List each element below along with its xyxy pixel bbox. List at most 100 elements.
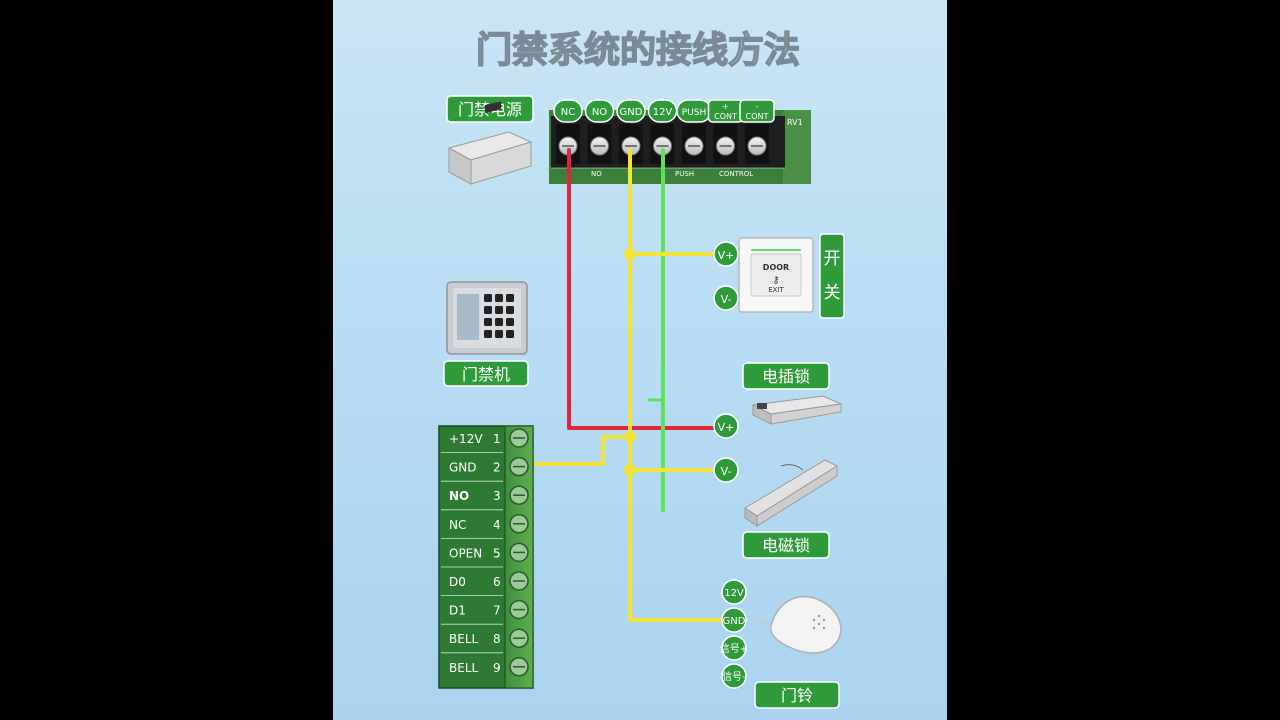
doorbell-terminal-text-3: 信号- [722, 671, 746, 683]
ps-screw-6 [745, 124, 769, 164]
controller-pin-name-5: OPEN [449, 546, 482, 560]
junction-1 [624, 248, 636, 260]
doorbell-label-box: 门铃 [754, 681, 840, 709]
ps-terminal-label-2: GND [616, 99, 646, 123]
doorbell-label: 门铃 [781, 686, 813, 705]
doorbell-terminals: 12V GND 信号+ 信号- [720, 579, 748, 689]
exit-switch-label-2: 关 [824, 283, 841, 303]
junction-3 [624, 464, 636, 476]
controller-pin-name-2: GND [449, 461, 477, 475]
wire-yellow-trunk [628, 148, 727, 622]
controller-pin-num-1: 1 [493, 432, 501, 446]
controller-pin-9: BELL 9 [441, 652, 529, 677]
controller-pin-5: OPEN 5 [441, 538, 529, 563]
ps-terminal-label-6: -CONT [739, 99, 775, 123]
controller-pin-1: +12V 1 [449, 428, 529, 448]
keypad-key [484, 306, 492, 314]
controller-pin-num-3: 3 [493, 489, 501, 503]
wires [531, 148, 727, 622]
wiring-diagram: 门禁系统的接线方法 门禁电源 RV1 NO PUSH CONTROL NCNOG… [438, 29, 845, 709]
controller-pin-name-8: BELL [449, 632, 479, 646]
controller-pin-name-7: D1 [449, 604, 466, 618]
ps-screw-5 [713, 124, 738, 164]
exit-switch-vminus: V- [721, 293, 732, 306]
ps-terminal-text-5a: + [722, 102, 729, 111]
board-text-push: PUSH [675, 170, 694, 178]
wire-red [567, 148, 717, 430]
ps-terminal-label-1: NO [584, 99, 615, 123]
controller-pin-name-4: NC [449, 518, 466, 532]
controller-label: 门禁机 [462, 365, 510, 384]
controller-pin-num-5: 5 [493, 546, 501, 560]
keypad-icon [446, 281, 528, 355]
controller-pin-num-9: 9 [493, 661, 501, 675]
board-text-control: CONTROL [719, 170, 753, 178]
controller-pin-3: NO 3 [441, 480, 529, 505]
lock-vminus: V- [721, 465, 732, 478]
ps-terminal-text-6b: CONT [746, 112, 769, 121]
exit-switch-vplus: V+ [718, 249, 735, 262]
ps-terminal-label-3: 12V [647, 99, 678, 123]
keypad-keys [484, 294, 514, 338]
controller-pin-num-7: 7 [493, 604, 501, 618]
keypad-key [495, 330, 503, 338]
electric-bolt-lock-label: 电插锁 [762, 367, 810, 386]
doorbell-terminal-3: 信号- [721, 663, 747, 689]
keypad-key [495, 318, 503, 326]
ps-terminal-text-0: NC [561, 107, 575, 118]
diagram-panel: 门禁系统的接线方法 门禁电源 RV1 NO PUSH CONTROL NCNOG… [333, 0, 947, 720]
magnetic-lock-icon [744, 459, 839, 527]
controller-pin-num-6: 6 [493, 575, 501, 589]
keypad-key [484, 318, 492, 326]
controller-pin-name-1: +12V [449, 432, 483, 446]
keypad-key [506, 318, 514, 326]
keypad-key [506, 294, 514, 302]
magnetic-lock-label-box: 电磁锁 [742, 531, 830, 559]
electric-bolt-lock-icon [751, 395, 843, 425]
ps-terminal-text-4: PUSH [682, 108, 707, 118]
page-title: 门禁系统的接线方法 [476, 30, 800, 71]
controller-label-box: 门禁机 [443, 360, 529, 387]
magnetic-lock-label: 电磁锁 [762, 536, 810, 555]
ps-terminal-text-1: NO [592, 107, 607, 118]
ps-terminal-label-5: +CONT [707, 99, 744, 123]
ps-screw-4 [682, 124, 706, 164]
ps-terminal-text-5b: CONT [714, 112, 737, 121]
doorbell-terminal-1: GND [721, 607, 747, 633]
exit-switch-terminals: V+ V- [713, 241, 739, 311]
controller-pin-7: D1 7 [441, 595, 529, 620]
board-text-rv1: RV1 [787, 118, 803, 127]
exit-button-icon: DOOR ⚷ EXIT [738, 237, 814, 313]
keypad-key [484, 330, 492, 338]
board-text-no: NO [591, 170, 602, 178]
keypad-key [495, 306, 503, 314]
ps-terminal-text-2: GND [620, 107, 643, 118]
wire-yellow-controller [531, 435, 632, 466]
exit-button-exit-text: EXIT [768, 286, 784, 294]
exit-button-door-text: DOOR [763, 263, 789, 272]
controller-pin-num-8: 8 [493, 632, 501, 646]
exit-switch-label-box: 开 关 [819, 233, 845, 319]
doorbell-terminal-text-2: 信号+ [720, 643, 748, 655]
lock-terminals: V+ V- [713, 413, 739, 483]
lock-vplus: V+ [718, 421, 735, 434]
controller-pin-8: BELL 8 [441, 623, 529, 648]
doorbell-terminal-2: 信号+ [720, 635, 748, 661]
doorbell-icon [756, 595, 842, 654]
exit-switch-label-1: 开 [824, 249, 841, 269]
controller-pin-name-3: NO [449, 489, 469, 503]
doorbell-terminal-0: 12V [721, 579, 747, 605]
doorbell-terminal-text-1: GND [723, 616, 746, 627]
controller-pin-name-9: BELL [449, 661, 479, 675]
power-supply-icon [447, 101, 533, 185]
junction-2 [624, 431, 636, 443]
keypad-key [506, 306, 514, 314]
ps-terminal-text-3: 12V [653, 107, 673, 118]
keypad-key [495, 294, 503, 302]
electric-bolt-lock-label-box: 电插锁 [742, 362, 830, 390]
